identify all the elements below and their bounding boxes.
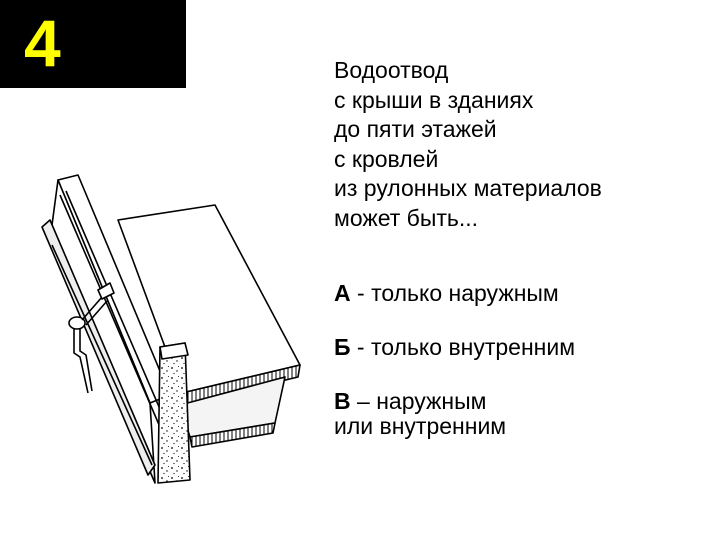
question-text: Водоотвод с крыши в зданиях до пяти этажей… xyxy=(334,56,704,233)
option-text: - только наружным xyxy=(350,280,559,306)
option-text-line2: или внутренним xyxy=(334,413,507,439)
slide-number-box: 4 xyxy=(0,0,186,88)
answer-option-b: Б - только внутренним xyxy=(334,335,704,360)
concrete-block xyxy=(157,342,191,484)
option-text: - только внутренним xyxy=(350,334,576,360)
question-line: до пяти этажей xyxy=(334,116,497,142)
question-line: с кровлей xyxy=(334,145,439,172)
roof-drainage-illustration xyxy=(41,174,301,484)
option-text: – наружным xyxy=(350,388,487,414)
question-line: из рулонных материалов xyxy=(334,175,602,201)
option-letter: Б xyxy=(334,334,351,360)
drain-funnel xyxy=(68,316,86,330)
question-line: может быть... xyxy=(334,204,479,231)
downpipe xyxy=(73,329,89,394)
slide-number: 4 xyxy=(24,6,61,80)
option-letter: А xyxy=(334,280,351,306)
option-letter: В xyxy=(334,388,351,414)
answer-option-c: В – наружным или внутренним xyxy=(334,389,704,439)
lower-layer-edge xyxy=(189,422,276,448)
answer-option-a: А - только наружным xyxy=(334,281,704,306)
question-line: с крыши в зданиях xyxy=(334,86,534,113)
question-line: Водоотвод xyxy=(334,57,449,83)
